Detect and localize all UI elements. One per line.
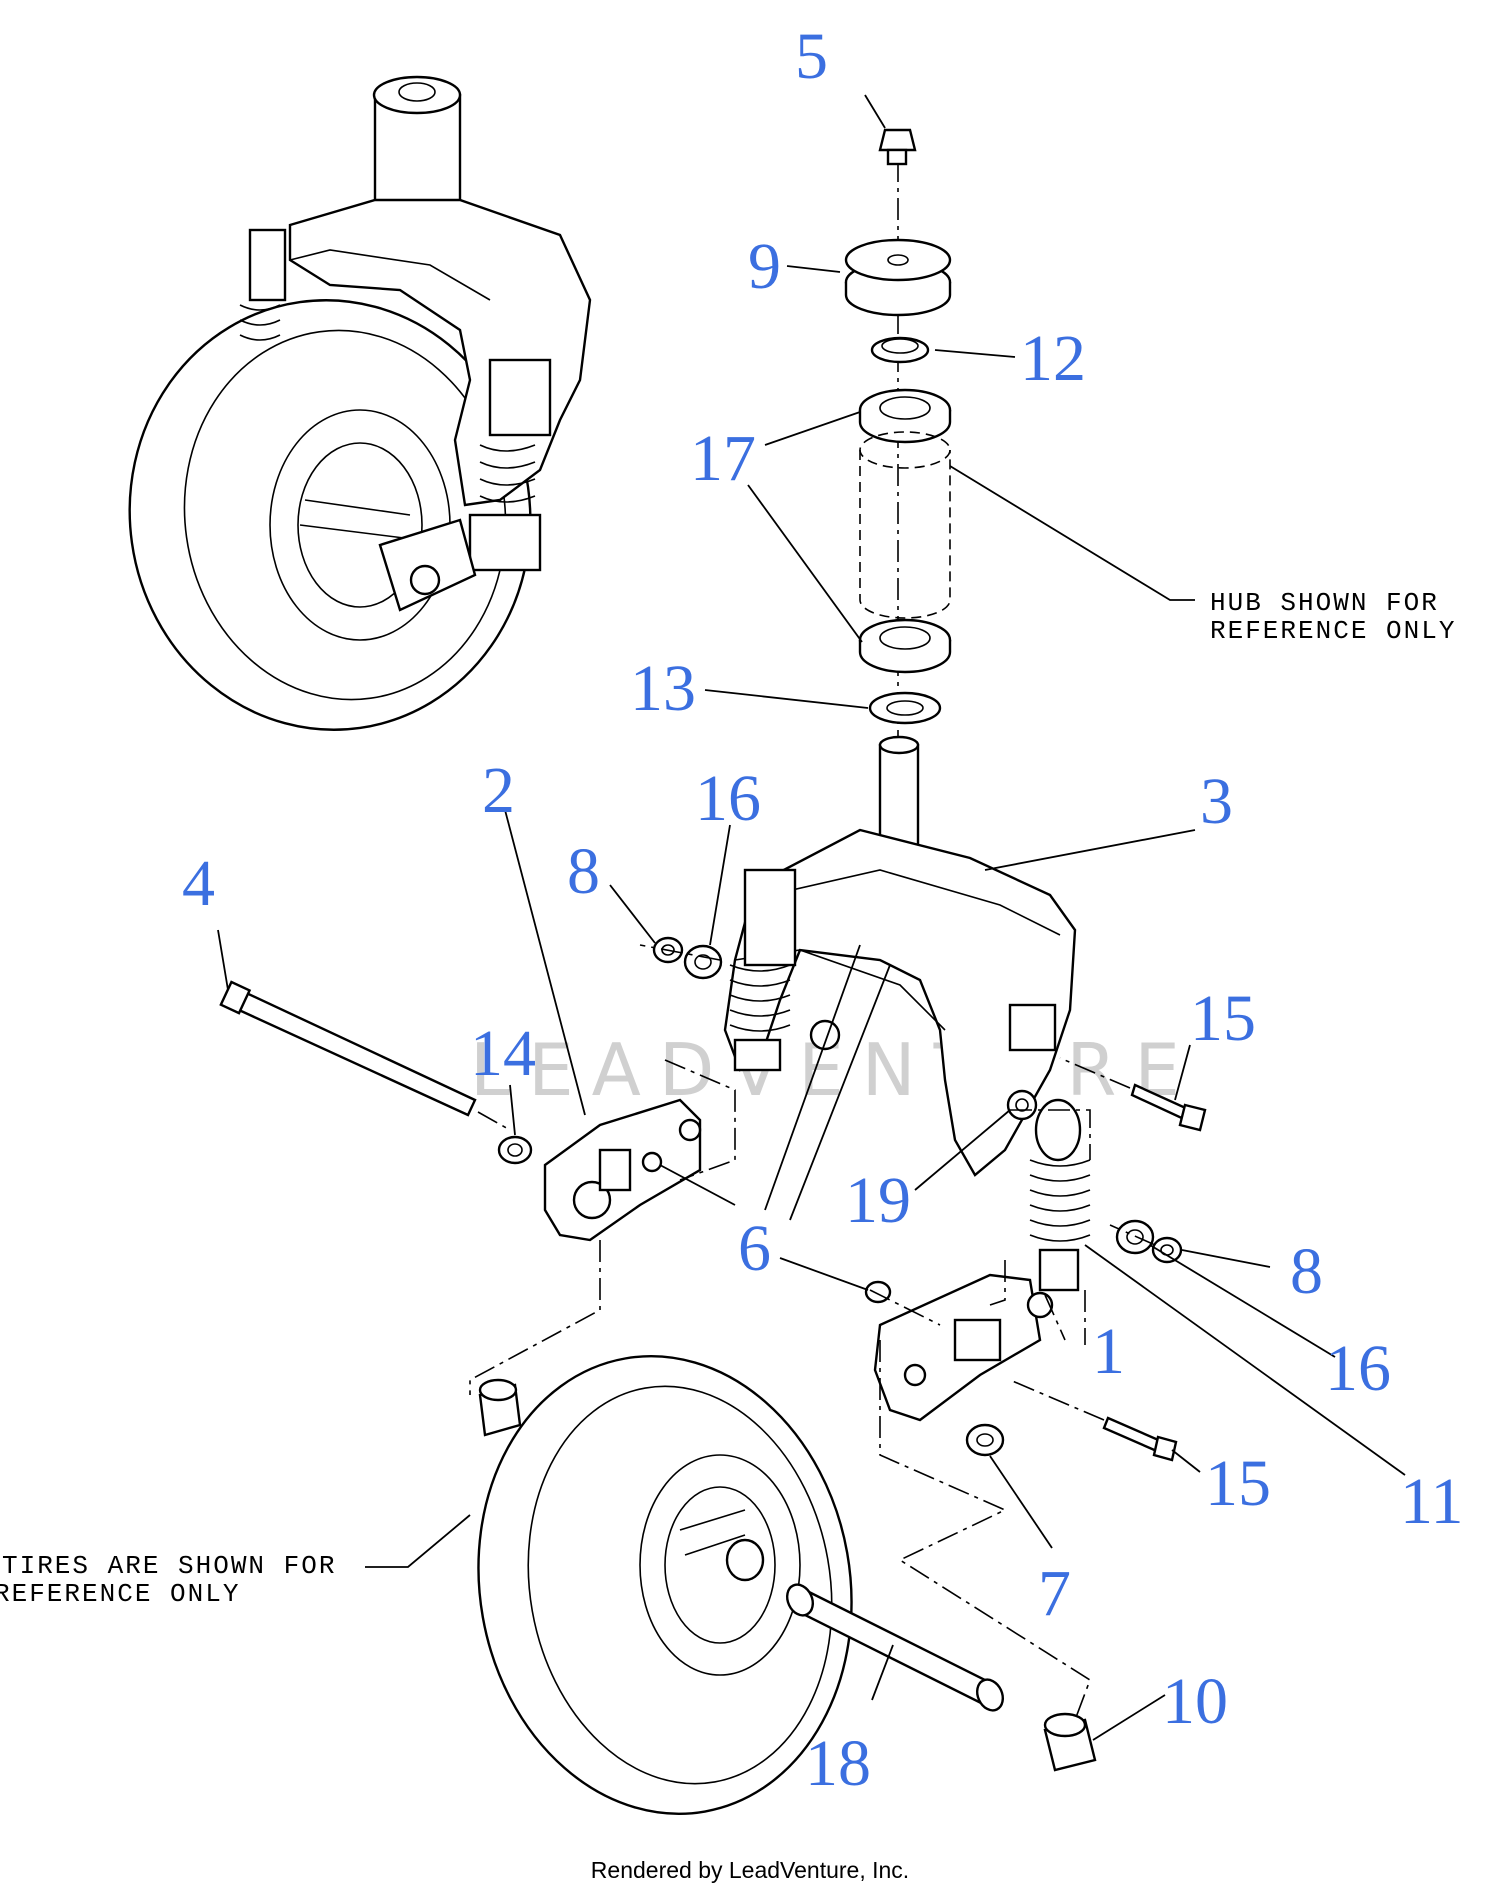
hub-reference [859,431,951,619]
callout-16-upper: 16 [695,762,761,835]
assembled-caster-reference [128,75,592,731]
callout-13: 13 [630,652,696,725]
callout-19: 19 [845,1164,911,1237]
callout-12: 12 [1020,322,1086,395]
callout-16-lower: 16 [1325,1332,1391,1405]
callout-4: 4 [182,847,215,920]
part-8-nut-right [1151,1236,1183,1264]
part-15-bolt-lower [1009,1379,1178,1462]
part-13-washer [868,691,942,725]
callout-labels: 1 2 3 4 5 6 7 8 8 9 10 11 12 13 14 15 15… [182,20,1464,1800]
callout-11: 11 [1400,1465,1464,1538]
part-5-bolt [878,128,917,166]
part-10-spacer [1043,1712,1097,1772]
callout-3: 3 [1200,765,1233,838]
leader-lines [217,94,1406,1741]
part-12-seal [870,336,930,364]
shock-left [729,868,797,1072]
tires-note-line2: REFERENCE ONLY [0,1579,240,1609]
callout-7: 7 [1038,1557,1071,1630]
part-4-axle-bolt [219,980,511,1131]
callout-17: 17 [690,422,756,495]
footer-credit: Rendered by LeadVenture, Inc. [591,1857,909,1883]
callout-18: 18 [805,1727,871,1800]
callout-15-upper: 15 [1190,982,1256,1055]
part-7-nut [965,1423,1005,1457]
notes: HUB SHOWN FOR REFERENCE ONLY TIRES ARE S… [0,588,1456,1609]
part-17-bearing-bottom [858,618,952,674]
callout-14: 14 [470,1017,536,1090]
callout-8-left: 8 [567,835,600,908]
part-14-washer [497,1135,533,1165]
hub-note-line1: HUB SHOWN FOR [1210,588,1439,618]
part-16-washer-left [683,944,723,980]
assembly-lines [469,944,1156,1721]
tire-reference [477,1355,853,1815]
callout-6: 6 [738,1212,771,1285]
callout-10: 10 [1162,1665,1228,1738]
part-19-bushing [1006,1089,1038,1121]
tires-note-line1: TIRES ARE SHOWN FOR [2,1551,336,1581]
spacer-left [478,1378,522,1437]
part-2-left-arm [543,1098,702,1242]
callout-8-right: 8 [1290,1235,1323,1308]
part-16-washer-right [1115,1219,1155,1255]
callout-15-lower: 15 [1205,1447,1271,1520]
part-17-bearing-top [858,388,952,444]
callout-5: 5 [795,20,828,93]
callout-2: 2 [482,754,515,827]
hub-note-line2: REFERENCE ONLY [1210,616,1456,646]
shock-right-11 [1029,1098,1091,1292]
part-18-axle-tube [785,1583,1005,1712]
part-1-right-arm [873,1273,1054,1422]
callout-9: 9 [748,230,781,303]
part-15-bolt-upper [1059,1057,1207,1132]
part-9-dust-cap [844,238,952,317]
callout-1: 1 [1092,1315,1125,1388]
